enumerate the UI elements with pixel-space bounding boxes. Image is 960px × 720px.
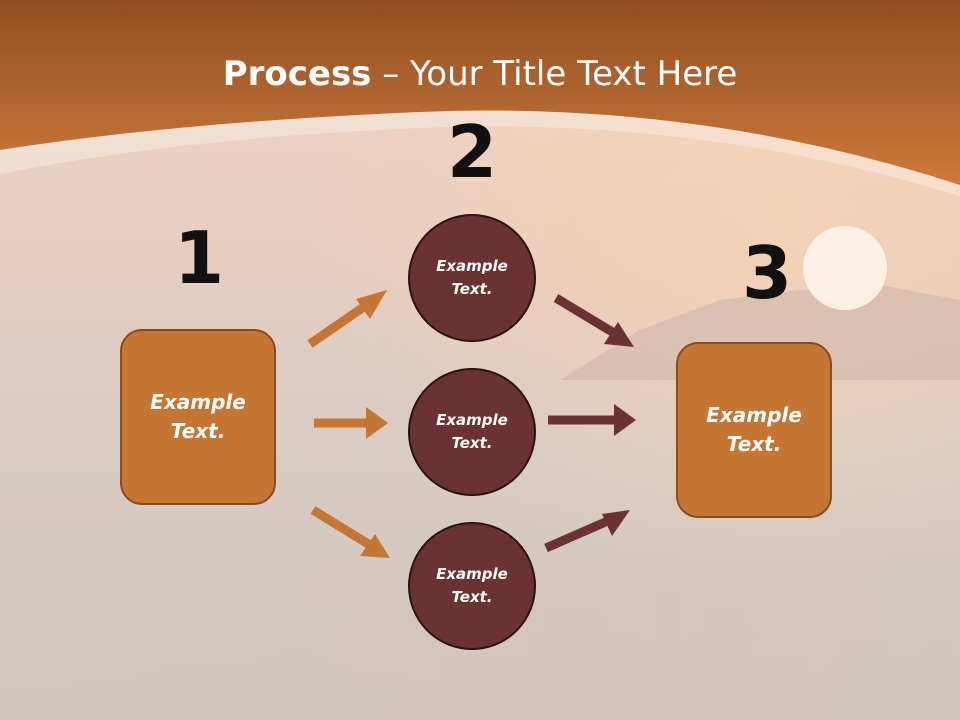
- step-2-number: 2: [446, 110, 498, 194]
- step-3-number: 3: [741, 231, 793, 315]
- arrow-circle-bottom-to-box3: [544, 510, 630, 553]
- step-1-text: Example Text.: [150, 390, 246, 443]
- slide-title: Process – Your Title Text Here: [0, 52, 960, 96]
- step-2-circle-bottom: Example Text.: [408, 522, 536, 650]
- arrow-box1-to-circle-middle: [314, 407, 388, 439]
- step-1-box: Example Text.: [120, 329, 276, 505]
- title-rest: – Your Title Text Here: [371, 54, 738, 94]
- circle-bottom-text: Example Text.: [436, 565, 508, 606]
- arrow-box1-to-circle-top: [307, 290, 387, 348]
- step-3-box: Example Text.: [676, 342, 832, 518]
- arrow-box1-to-circle-bottom: [310, 506, 390, 558]
- title-bold: Process: [222, 54, 372, 94]
- step-3-text: Example Text.: [706, 403, 802, 456]
- circle-middle-text: Example Text.: [436, 411, 508, 452]
- arrow-circle-middle-to-box3: [548, 404, 636, 436]
- circle-top-text: Example Text.: [436, 257, 508, 298]
- arrow-circle-top-to-box3: [553, 294, 634, 347]
- step-1-number: 1: [173, 216, 225, 300]
- step-2-circle-middle: Example Text.: [408, 368, 536, 496]
- step-2-circle-top: Example Text.: [408, 214, 536, 342]
